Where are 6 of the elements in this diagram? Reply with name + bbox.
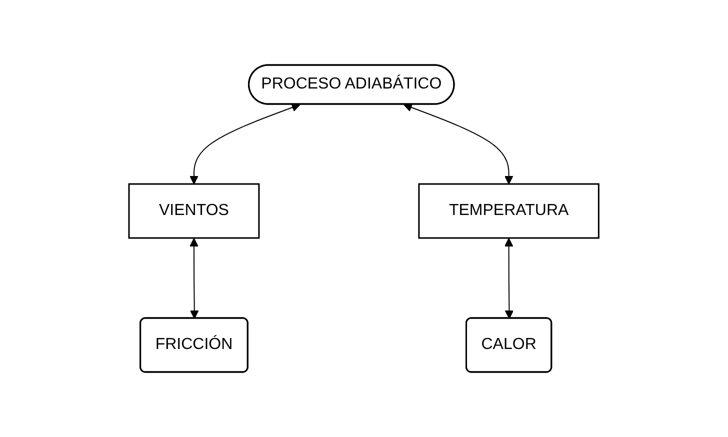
arrow [190,238,199,319]
arrow [190,103,300,184]
node-box: VIENTOS [128,183,260,239]
arrow [404,103,514,184]
arrow [504,238,514,319]
node-box: TEMPERATURA [418,183,600,239]
